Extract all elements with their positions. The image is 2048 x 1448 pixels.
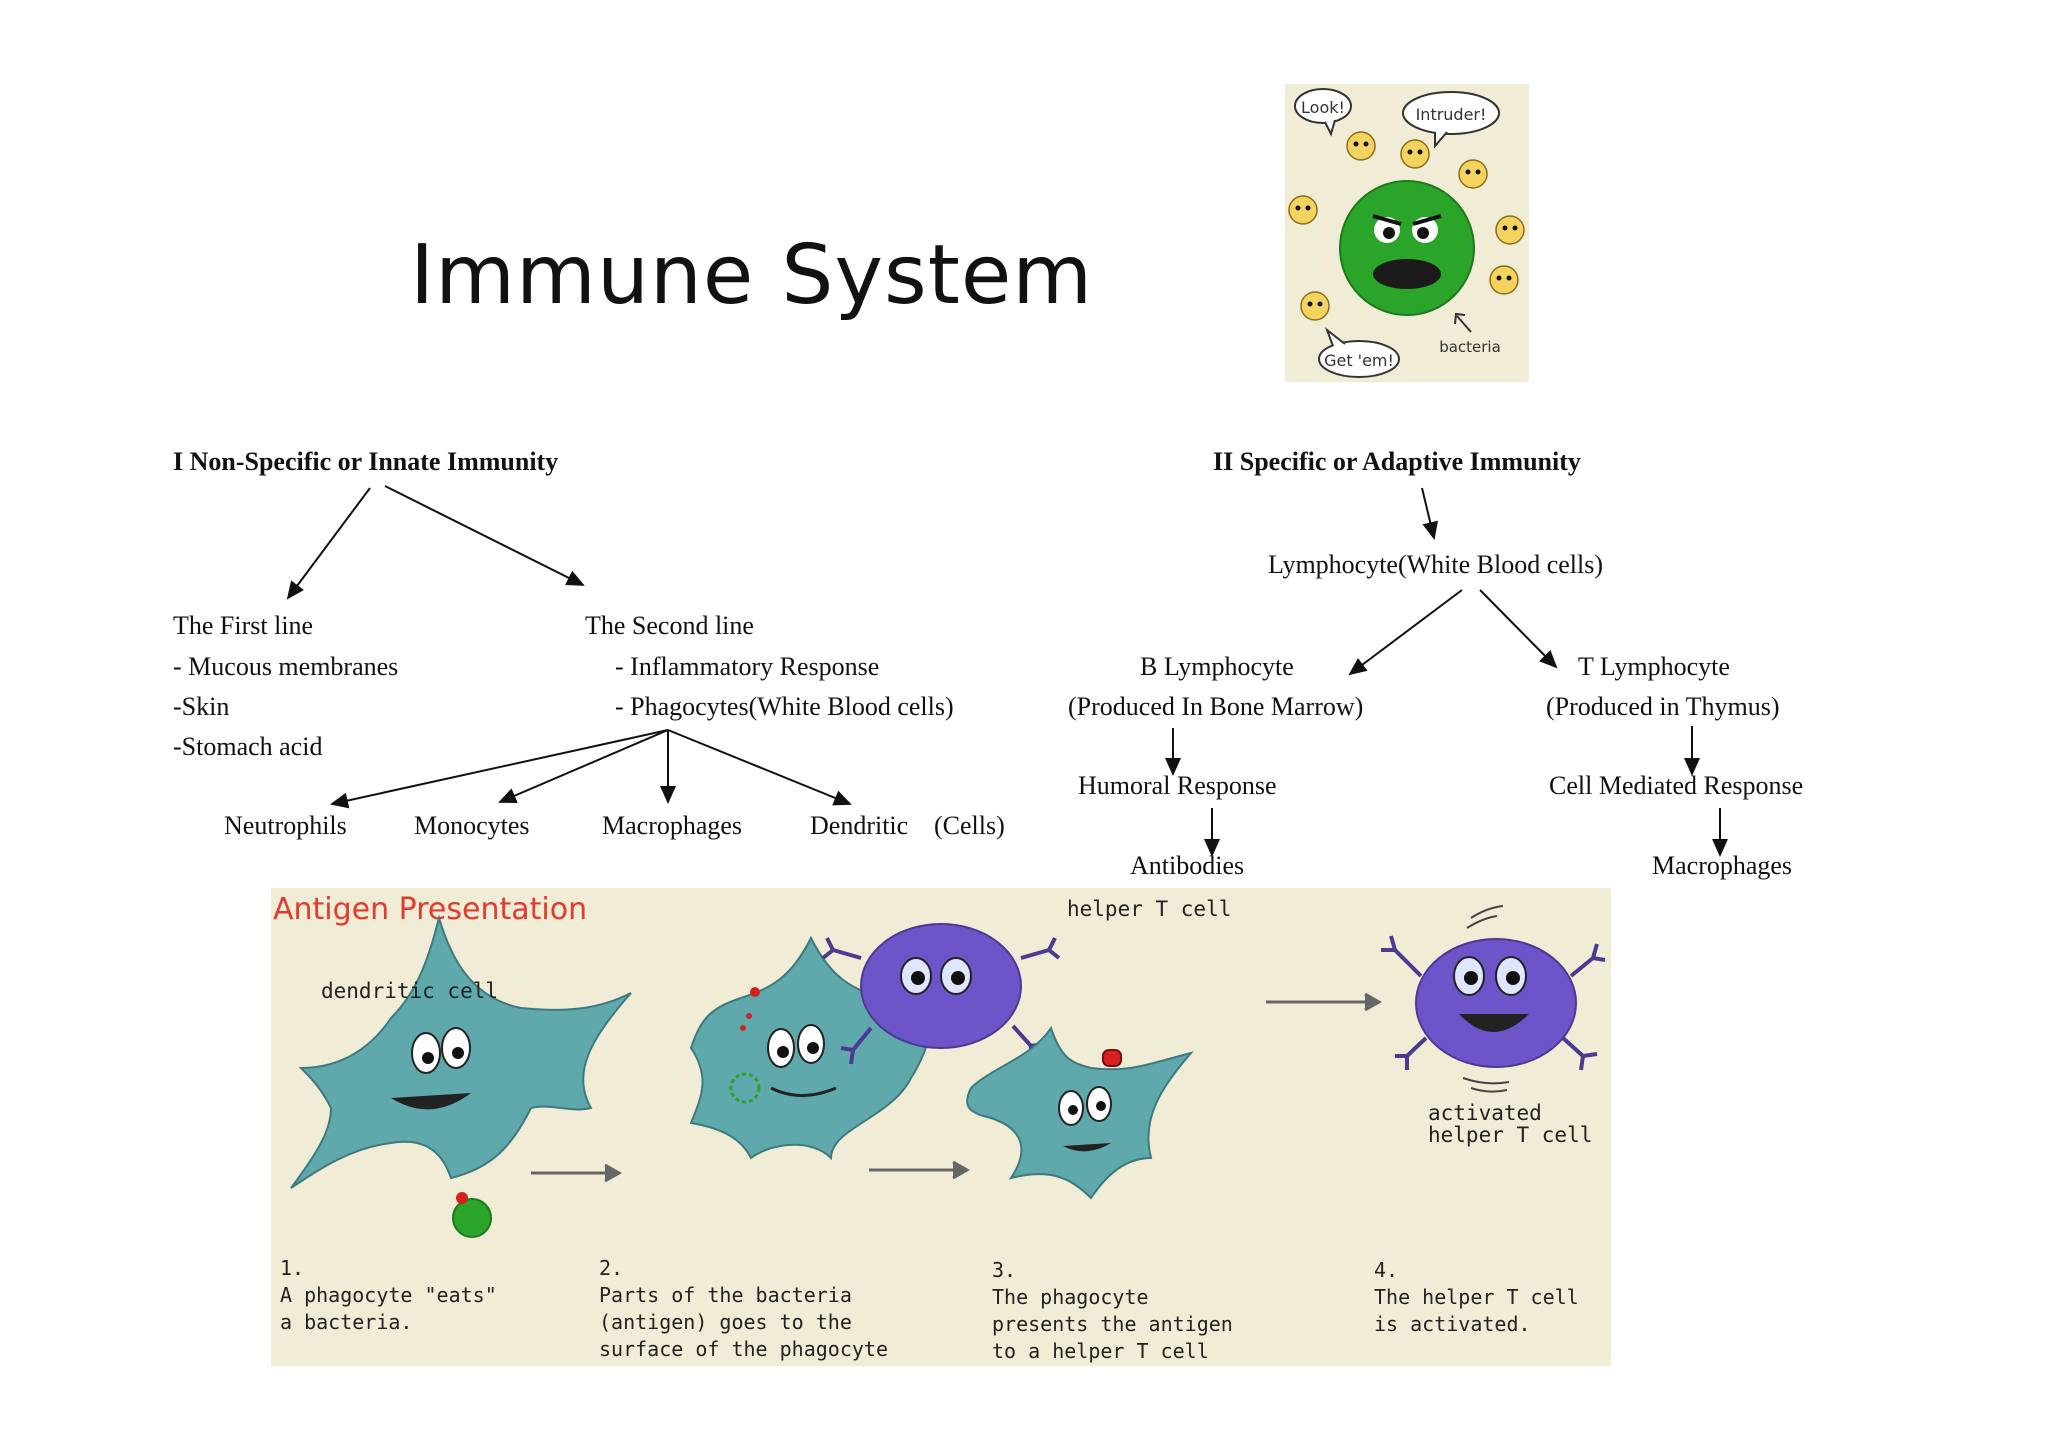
- first-line-title: The First line: [173, 611, 314, 640]
- dendritic-cell-icon: [290, 914, 632, 1189]
- speech-bubble-look-icon: [1294, 88, 1352, 137]
- t-lymphocyte-label: T Lymphocyte: [1578, 652, 1730, 681]
- caption-line: (antigen) goes to the: [599, 1310, 852, 1334]
- speech-bubble-intruder-icon: [1402, 91, 1500, 149]
- phagocyte-cells: (Cells): [934, 811, 1005, 840]
- caption-line: The helper T cell: [1374, 1285, 1579, 1309]
- caption-line: A phagocyte "eats": [280, 1283, 497, 1307]
- phagocyte-neutrophils: Neutrophils: [224, 811, 347, 840]
- phagocyte-dendritic: Dendritic: [810, 811, 909, 840]
- smiley-face-icon: [1288, 131, 1525, 321]
- second-line-item: - Phagocytes(White Blood cells): [615, 692, 954, 721]
- bacteria-label: bacteria: [1439, 338, 1501, 356]
- activated-helper-label: helper T cell: [1428, 1123, 1592, 1147]
- step-number: 4.: [1374, 1258, 1399, 1282]
- second-line-item: - Inflammatory Response: [615, 652, 880, 681]
- first-line-item: -Stomach acid: [173, 732, 323, 761]
- step-3-caption: 3. The phagocyte presents the antigen to a …: [992, 1257, 1233, 1365]
- lymphocyte-label: Lymphocyte(White Blood cells): [1268, 550, 1604, 579]
- antigen-presentation-title: Antigen Presentation: [273, 892, 588, 927]
- bacterium-icon: [452, 1192, 492, 1238]
- step-arrow-icon: [1266, 992, 1383, 1012]
- first-line-item: -Skin: [173, 692, 230, 721]
- caption-line: to a helper T cell: [992, 1339, 1209, 1363]
- humoral-response-label: Humoral Response: [1078, 771, 1277, 800]
- dendritic-cell-presenting-icon: [966, 1025, 1194, 1200]
- t-cell-macrophages-label: Macrophages: [1652, 851, 1793, 880]
- step-1-caption: 1. A phagocyte "eats" a bacteria.: [280, 1255, 497, 1336]
- activated-label: activated: [1428, 1101, 1542, 1125]
- cell-mediated-response-label: Cell Mediated Response: [1549, 771, 1804, 800]
- caption-line: The phagocyte: [992, 1285, 1149, 1309]
- step-arrow-icon: [531, 1163, 623, 1183]
- phagocyte-monocytes: Monocytes: [414, 811, 530, 840]
- bubble-look-text: Look!: [1301, 98, 1345, 117]
- bacterium-icon: [1339, 180, 1475, 316]
- first-line-item: - Mucous membranes: [173, 652, 399, 681]
- caption-line: presents the antigen: [992, 1312, 1233, 1336]
- step-2-caption: 2. Parts of the bacteria (antigen) goes to…: [599, 1255, 888, 1363]
- antigen-presentation-illustration: dendritic cell helper T cell activated h…: [290, 897, 1606, 1238]
- dendritic-cell-label: dendritic cell: [321, 979, 498, 1003]
- step-number: 1.: [280, 1256, 305, 1280]
- bubble-get-em-text: Get 'em!: [1324, 351, 1394, 370]
- b-lymphocyte-label: B Lymphocyte: [1140, 652, 1294, 681]
- step-4-caption: 4. The helper T cell is activated.: [1374, 1257, 1579, 1338]
- pointer-arrow-icon: [1454, 312, 1472, 333]
- step-number: 2.: [599, 1256, 624, 1280]
- bacteria-cartoon: Look! Intruder! Get 'em! bacteria: [1285, 84, 1529, 382]
- step-number: 3.: [992, 1258, 1017, 1282]
- second-line-title: The Second line: [585, 611, 754, 640]
- caption-line: a bacteria.: [280, 1310, 413, 1334]
- b-lymphocyte-origin: (Produced In Bone Marrow): [1068, 692, 1364, 721]
- helper-t-cell-label: helper T cell: [1067, 897, 1231, 921]
- antibodies-label: Antibodies: [1130, 851, 1245, 880]
- activated-helper-t-cell-icon: [1381, 905, 1606, 1093]
- innate-immunity-heading: I Non-Specific or Innate Immunity: [173, 447, 559, 476]
- adaptive-immunity-heading: II Specific or Adaptive Immunity: [1213, 447, 1581, 476]
- phagocyte-macrophages: Macrophages: [602, 811, 743, 840]
- bubble-intruder-text: Intruder!: [1416, 105, 1487, 124]
- t-lymphocyte-origin: (Produced in Thymus): [1546, 692, 1780, 721]
- page-title: Immune System: [410, 228, 1094, 323]
- caption-line: is activated.: [1374, 1312, 1531, 1336]
- speech-bubble-get-em-icon: [1318, 327, 1400, 378]
- caption-line: surface of the phagocyte: [599, 1337, 888, 1361]
- step-arrow-icon: [869, 1160, 971, 1180]
- caption-line: Parts of the bacteria: [599, 1283, 852, 1307]
